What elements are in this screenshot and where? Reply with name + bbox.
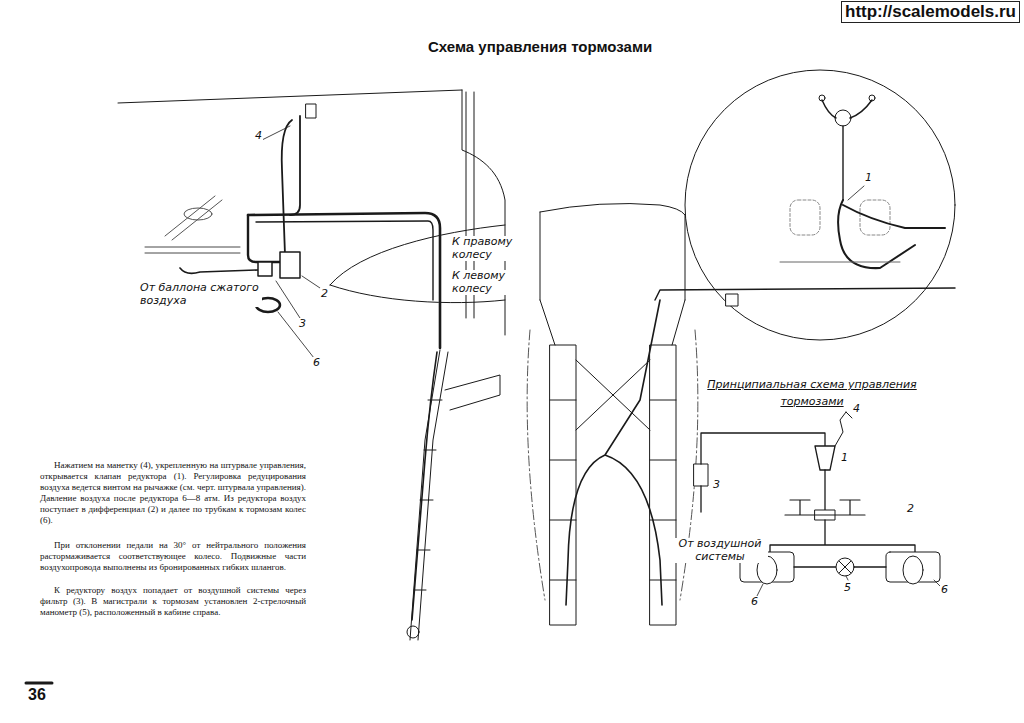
callout-number: 3 [298,318,307,330]
gear-strut [410,350,448,640]
callout-number: 2 [320,288,329,300]
pedal-bar [780,262,900,263]
control-column [165,196,222,240]
callout-number: 6 [940,584,949,596]
air-pipe [180,268,258,273]
body-paragraph: Нажатием на манетку (4), укрепленную на … [40,460,306,526]
brake-hose [566,300,662,605]
brake-pipe [290,116,300,215]
callout-number: 1 [864,172,873,184]
handwheel [819,95,825,101]
page-title: Схема управления тормозами [428,38,652,55]
brake-pipe [256,221,433,300]
handwheel [822,100,872,118]
brake-pipe [248,215,280,262]
gear-leg [650,345,676,625]
fitting [726,294,738,306]
callout-number: 6 [312,357,321,369]
control-shaft [145,247,240,253]
pipe-label: От баллона сжатого воздуха [140,282,262,307]
callout-number: 5 [843,582,852,594]
pipe-label: К правому колесу [452,236,528,261]
callout-number: 1 [840,452,849,464]
leader-line [757,576,940,596]
fuselage-front [540,300,685,345]
page-rule [26,682,52,685]
reducer-symbol [815,446,835,470]
filter-symbol [694,464,708,486]
filter-body [258,262,272,276]
brake-pipe [655,288,955,300]
handwheel-hub [835,110,851,126]
brake-pipe [838,200,945,268]
wheel-symbol [903,556,923,584]
pipe-label: К левому колесу [452,270,528,295]
manometer-symbol [836,558,854,576]
manometer-symbol [839,561,851,573]
schematic-line [770,520,915,552]
page-number: 36 [28,686,46,704]
fuselage-outline [118,90,462,103]
brake-pipe [282,120,292,255]
leader-line [262,126,320,358]
detail-circle [685,70,955,340]
schematic-line [824,470,825,510]
pedal-outline [860,200,890,235]
body-paragraph: К редуктору воздух попадает от воздушной… [40,585,306,618]
lever-symbol [835,412,852,446]
body-paragraph: При отклонении педали на 30° от нейтраль… [40,540,306,573]
watermark: http://scalemodels.ru [841,1,1020,23]
callout-number: 2 [906,503,915,515]
brake-pipe [248,213,440,348]
fuselage-front [540,204,685,300]
drag-strut [445,375,500,410]
brake-hose [412,352,437,620]
cross-brace [576,360,650,430]
callout-number: 3 [712,479,721,491]
gear-leg [550,345,576,625]
column [842,126,843,200]
handwheel [869,95,875,101]
callout-number: 6 [750,596,759,608]
lever-handle [306,104,316,118]
callout-number: 4 [852,403,861,415]
reducer-body [280,252,300,278]
callout-number: 4 [254,130,263,142]
source-label: От воздушной системы [672,538,768,563]
gear-axle [407,626,419,638]
leader-line [848,186,864,200]
control-wheel [184,208,212,220]
pedal-symbol [785,500,865,515]
fuselage-outline [462,90,505,335]
schematic-heading: Принципиальная схема управления тормозам… [694,377,930,410]
pedal-outline [790,200,820,235]
